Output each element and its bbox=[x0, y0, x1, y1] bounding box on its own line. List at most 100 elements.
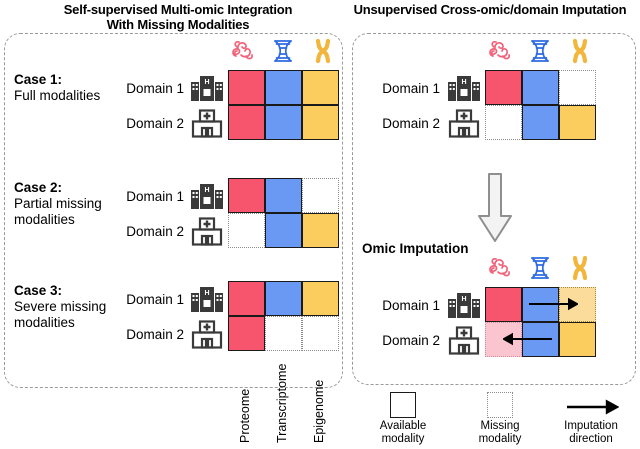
left-panel-title-line1: Self-supervised Multi-omic Integration bbox=[63, 2, 293, 17]
protein-icon bbox=[228, 36, 258, 66]
imputation-arrow-left bbox=[503, 332, 553, 346]
cell-d2-epigenome[interactable] bbox=[302, 213, 339, 248]
case-3-domain-1-label: Domain 1 bbox=[126, 292, 184, 307]
case-2-title: Case 2: bbox=[14, 180, 63, 195]
column-label-proteome: Proteome bbox=[238, 388, 252, 443]
hospital-tall-icon: H bbox=[190, 180, 224, 210]
case-2-matrix bbox=[228, 178, 339, 248]
cell-d1-proteome[interactable] bbox=[485, 287, 522, 322]
case-1-description: Full modalities bbox=[14, 88, 101, 103]
legend-item-missing: Missing modality bbox=[457, 392, 543, 446]
svg-text:H: H bbox=[204, 79, 209, 86]
column-label-epigenome: Epigenome bbox=[312, 379, 326, 443]
cell-d1-proteome[interactable] bbox=[228, 281, 265, 316]
omic-icon-row-left bbox=[228, 36, 338, 66]
hospital-small-icon bbox=[447, 108, 481, 138]
legend-missing-line2: modality bbox=[478, 433, 522, 445]
cell-d2-proteome-missing[interactable] bbox=[228, 213, 265, 248]
case-1-domain-2-label: Domain 2 bbox=[126, 116, 184, 131]
hospital-tall-icon: H bbox=[190, 72, 224, 102]
cell-d2-proteome[interactable] bbox=[228, 105, 265, 140]
case-2-domain-1-label: Domain 1 bbox=[126, 189, 184, 204]
legend: Available modality Missing modality Impu… bbox=[352, 392, 640, 447]
cell-d2-epigenome[interactable] bbox=[302, 105, 339, 140]
chromosome-icon bbox=[565, 253, 595, 283]
missing-modality-swatch bbox=[487, 392, 513, 418]
omic-icon-row-right-top bbox=[485, 36, 595, 66]
cell-d1-epigenome-missing[interactable] bbox=[302, 178, 339, 213]
dna-icon bbox=[525, 36, 555, 66]
hospital-small-icon bbox=[190, 319, 224, 349]
case-2-domain-2-label: Domain 2 bbox=[126, 224, 184, 239]
case-1-domain-1-label: Domain 1 bbox=[126, 81, 184, 96]
cell-d2-epigenome-missing[interactable] bbox=[302, 316, 339, 351]
right-input-domain-1-label: Domain 1 bbox=[382, 81, 440, 96]
cell-d2-epigenome[interactable] bbox=[559, 105, 596, 140]
case-1-matrix bbox=[228, 70, 339, 140]
left-panel-title-line2: With Missing Modalities bbox=[106, 17, 250, 32]
right-input-matrix bbox=[485, 70, 596, 140]
case-3-description: Severe missing modalities bbox=[14, 299, 107, 330]
hospital-tall-icon: H bbox=[447, 72, 481, 102]
case-1-label: Case 1: Full modalities bbox=[14, 72, 164, 104]
chromosome-icon bbox=[565, 36, 595, 66]
svg-text:H: H bbox=[204, 290, 209, 297]
cell-d1-epigenome[interactable] bbox=[302, 281, 339, 316]
cell-d1-proteome[interactable] bbox=[228, 70, 265, 105]
arrow-right-icon bbox=[563, 392, 619, 418]
dna-icon bbox=[525, 253, 555, 283]
legend-item-available: Available modality bbox=[360, 392, 446, 446]
right-input-domain-2-label: Domain 2 bbox=[382, 116, 440, 131]
svg-text:H: H bbox=[461, 79, 466, 86]
hospital-tall-icon: H bbox=[190, 283, 224, 313]
left-panel-title: Self-supervised Multi-omic Integration W… bbox=[18, 2, 338, 32]
hospital-small-icon bbox=[447, 325, 481, 355]
imputation-arrow-right bbox=[528, 297, 578, 311]
legend-item-direction: Imputation direction bbox=[548, 392, 634, 446]
right-output-domain-2-label: Domain 2 bbox=[382, 333, 440, 348]
hospital-small-icon bbox=[190, 216, 224, 246]
available-modality-swatch bbox=[390, 392, 416, 418]
cell-d2-transcriptome-missing[interactable] bbox=[265, 316, 302, 351]
hospital-small-icon bbox=[190, 108, 224, 138]
dna-icon bbox=[268, 36, 298, 66]
svg-text:H: H bbox=[204, 187, 209, 194]
cell-d1-transcriptome[interactable] bbox=[265, 70, 302, 105]
case-2-description: Partial missing modalities bbox=[14, 196, 102, 227]
svg-text:H: H bbox=[461, 296, 466, 303]
case-3-label: Case 3: Severe missing modalities bbox=[14, 283, 164, 331]
cell-d1-transcriptome[interactable] bbox=[265, 178, 302, 213]
case-3-matrix bbox=[228, 281, 339, 351]
cell-d1-proteome[interactable] bbox=[485, 70, 522, 105]
case-3-domain-2-label: Domain 2 bbox=[126, 327, 184, 342]
legend-available-line1: Available bbox=[379, 420, 427, 432]
cell-d2-transcriptome[interactable] bbox=[265, 213, 302, 248]
cell-d1-transcriptome[interactable] bbox=[265, 281, 302, 316]
column-label-transcriptome: Transcriptome bbox=[275, 363, 289, 443]
legend-direction-line1: Imputation bbox=[564, 420, 618, 432]
chromosome-icon bbox=[308, 36, 338, 66]
protein-icon bbox=[485, 36, 515, 66]
right-panel-title: Unsupervised Cross-omic/domain Imputatio… bbox=[353, 2, 627, 17]
legend-missing-line1: Missing bbox=[480, 420, 520, 432]
hospital-tall-icon: H bbox=[447, 289, 481, 319]
omic-icon-row-right-bottom bbox=[485, 253, 595, 283]
cell-d2-proteome[interactable] bbox=[228, 316, 265, 351]
cell-d1-transcriptome[interactable] bbox=[522, 70, 559, 105]
protein-icon bbox=[485, 253, 515, 283]
case-1-title: Case 1: bbox=[14, 72, 63, 87]
cell-d2-transcriptome[interactable] bbox=[522, 105, 559, 140]
cell-d2-transcriptome[interactable] bbox=[265, 105, 302, 140]
cell-d1-proteome[interactable] bbox=[228, 178, 265, 213]
case-2-label: Case 2: Partial missing modalities bbox=[14, 180, 164, 228]
omic-imputation-title: Omic Imputation bbox=[362, 241, 469, 256]
legend-available-line2: modality bbox=[381, 433, 425, 445]
right-output-domain-1-label: Domain 1 bbox=[382, 298, 440, 313]
case-3-title: Case 3: bbox=[14, 283, 63, 298]
cell-d2-epigenome[interactable] bbox=[559, 322, 596, 357]
cell-d2-proteome-missing[interactable] bbox=[485, 105, 522, 140]
cell-d1-epigenome-missing[interactable] bbox=[559, 70, 596, 105]
cell-d1-epigenome[interactable] bbox=[302, 70, 339, 105]
legend-direction-line2: direction bbox=[569, 433, 613, 445]
